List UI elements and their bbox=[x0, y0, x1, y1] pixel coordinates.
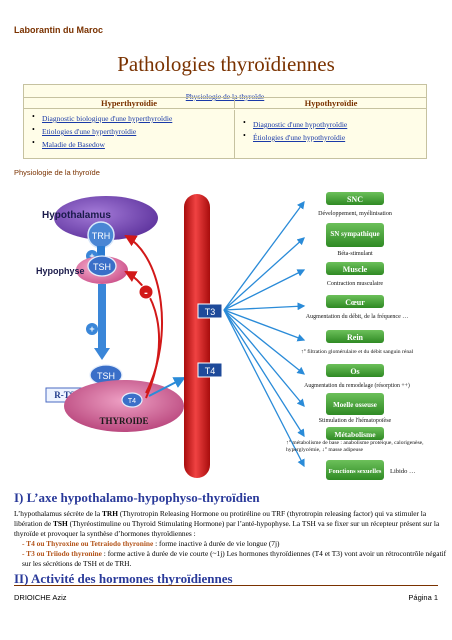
footer-divider bbox=[14, 585, 438, 586]
tsh-node: TSH bbox=[87, 255, 117, 277]
list-item: Diagnostic d'une hypothyroïdie bbox=[235, 117, 427, 130]
target-moelle-osseuse: Moelle osseuse Stimulation de l'hématopo… bbox=[319, 393, 392, 424]
minus-sign: - bbox=[144, 287, 148, 299]
tsh-label: TSH bbox=[93, 262, 111, 272]
svg-text:Os: Os bbox=[350, 367, 359, 376]
svg-text:Développement, myélinisation: Développement, myélinisation bbox=[318, 211, 392, 217]
toc-link-basedow[interactable]: Maladie de Basedow bbox=[42, 140, 105, 149]
svg-text:Rein: Rein bbox=[347, 333, 364, 342]
hypothalamus-label: Hypothalamus bbox=[42, 210, 111, 221]
svg-text:Stimulation de l'hématopoïèse: Stimulation de l'hématopoïèse bbox=[319, 418, 392, 424]
svg-text:↑° filtration glomérulaire et: ↑° filtration glomérulaire et du débit s… bbox=[301, 348, 414, 355]
toc-header-hyperthyroidie: Hyperthyroïdie bbox=[24, 97, 234, 109]
svg-text:Augmentation du débit, de la f: Augmentation du débit, de la fréquence … bbox=[306, 313, 408, 320]
blood-vessel bbox=[184, 194, 210, 478]
svg-text:Métabolisme: Métabolisme bbox=[334, 430, 376, 439]
toc-link-etiologies-hyper[interactable]: Etiologies d'une hyperthyroïdie bbox=[42, 127, 137, 136]
target-os: Os Augmentation du remodelage (résorptio… bbox=[304, 364, 410, 389]
text-tsh: TSH bbox=[53, 519, 68, 528]
t4-rest: : forme inactive à durée de vie longue (… bbox=[153, 539, 280, 548]
tsh-receptor-node: TSH bbox=[89, 364, 123, 386]
target-fonctions-sexuelles: Fonctions sexuelles Libido … bbox=[326, 460, 415, 480]
site-name: Laborantin du Maroc bbox=[14, 25, 104, 35]
hypophyse-label: Hypophyse bbox=[36, 266, 85, 276]
section-label: Physiologie de la thyroïde bbox=[14, 168, 100, 177]
section-heading-activite: II) Activité des hormones thyroïdiennes bbox=[14, 571, 233, 586]
t3-rest: : forme active à durée de vie courte (~1… bbox=[22, 549, 447, 568]
svg-text:Béta-stimulant: Béta-stimulant bbox=[337, 251, 373, 257]
toc-column-hyper: Diagnostic biologique d'une hyperthyroïd… bbox=[24, 110, 234, 159]
svg-text:Augmentation du remodelage (ré: Augmentation du remodelage (résorption +… bbox=[304, 382, 410, 389]
toc-link-diagnostic-hypo[interactable]: Diagnostic d'une hypothyroïdie bbox=[253, 120, 348, 129]
svg-text:Contraction musculaire: Contraction musculaire bbox=[327, 281, 383, 287]
target-metabolisme-effect: ↑° métabolisme de base : anabolisme prot… bbox=[286, 440, 424, 453]
footer-author: DRIOICHE Aziz bbox=[14, 593, 67, 602]
svg-text:SN sympathique: SN sympathique bbox=[330, 230, 379, 238]
thyroide-label: THYROIDE bbox=[99, 416, 148, 426]
text-trh: TRH bbox=[101, 509, 118, 518]
section-heading-axe: I) L’axe hypothalamo-hypophyso-thyroïdie… bbox=[14, 490, 260, 505]
target-muscle: Muscle Contraction musculaire bbox=[326, 262, 384, 287]
text-span: L’hypothalamus sécrète de la bbox=[14, 509, 102, 518]
text-span: (Thyrotropin Releasing Hormone ou protir… bbox=[14, 509, 427, 528]
target-metabolisme: Métabolisme ↑° métabolisme de base : ana… bbox=[286, 427, 424, 453]
plus-sign-1: + bbox=[89, 251, 94, 261]
target-sn-sympathique: SN sympathique Béta-stimulant bbox=[326, 223, 384, 257]
toc-column-hypo: Diagnostic d'une hypothyroïdie Étiologie… bbox=[234, 110, 427, 159]
t3-label: T3 bbox=[205, 307, 216, 317]
target-coeur: Cœur Augmentation du débit, de la fréque… bbox=[306, 295, 408, 320]
toc-link-etiologies-hypo[interactable]: Étiologies d'une hypothyroïdie bbox=[253, 133, 346, 142]
target-rein: Rein ↑° filtration glomérulaire et du dé… bbox=[301, 330, 414, 355]
list-item-t3: - T3 ou Triiodo thyronine : forme active… bbox=[22, 549, 447, 569]
footer-page-number: Página 1 bbox=[408, 593, 438, 602]
t3-lead: - T3 ou Triiodo thyronine bbox=[22, 549, 102, 558]
t4-label: T4 bbox=[205, 366, 216, 376]
target-snc: SNC Développement, myélinisation bbox=[318, 192, 392, 217]
t4-small-label: T4 bbox=[128, 398, 136, 405]
list-item: Maladie de Basedow bbox=[24, 137, 234, 150]
page-title: Pathologies thyroïdiennes bbox=[117, 52, 335, 76]
tsh-receptor-label: TSH bbox=[97, 371, 115, 381]
toc-link-diagnostic-hyper[interactable]: Diagnostic biologique d'une hyperthyroïd… bbox=[42, 114, 173, 123]
svg-text:Moelle osseuse: Moelle osseuse bbox=[333, 401, 377, 409]
rtsh-label: R-TSH bbox=[54, 390, 82, 400]
text-span: (Thyréostimuline ou Thyroid Stimulating … bbox=[14, 519, 440, 538]
toc-link-physiologie[interactable]: Physiologie de la thyroïde bbox=[185, 92, 265, 101]
list-item: Étiologies d'une hypothyroïdie bbox=[235, 130, 427, 143]
hypothalamus: Hypothalamus bbox=[42, 196, 158, 240]
svg-text:SNC: SNC bbox=[347, 195, 363, 204]
toc-header-hypothyroidie: Hypothyroïdie bbox=[234, 97, 427, 109]
list-item: Etiologies d'une hyperthyroïdie bbox=[24, 124, 234, 137]
t4-lead: - T4 ou Thyroxine ou Tetraiodo thyronine bbox=[22, 539, 154, 548]
trh-label: TRH bbox=[92, 231, 111, 241]
svg-text:Cœur: Cœur bbox=[345, 298, 365, 307]
table-of-contents: Physiologie de la thyroïde Hyperthyroïdi… bbox=[23, 84, 427, 159]
list-item: Diagnostic biologique d'une hyperthyroïd… bbox=[24, 111, 234, 124]
list-item-t4: - T4 ou Thyroxine ou Tetraiodo thyronine… bbox=[22, 539, 447, 549]
svg-text:Muscle: Muscle bbox=[343, 265, 368, 274]
paragraph-axe: L’hypothalamus sécrète de la TRH (Thyrot… bbox=[14, 509, 444, 539]
svg-text:Fonctions sexuelles: Fonctions sexuelles bbox=[329, 468, 382, 475]
plus-sign-2: + bbox=[89, 324, 94, 334]
trh-node: TRH bbox=[87, 221, 115, 249]
thyroid-axis-diagram: Hypothalamus TRH + Hypophyse TSH + TSH R… bbox=[36, 192, 424, 480]
svg-text:Libido …: Libido … bbox=[390, 468, 415, 475]
